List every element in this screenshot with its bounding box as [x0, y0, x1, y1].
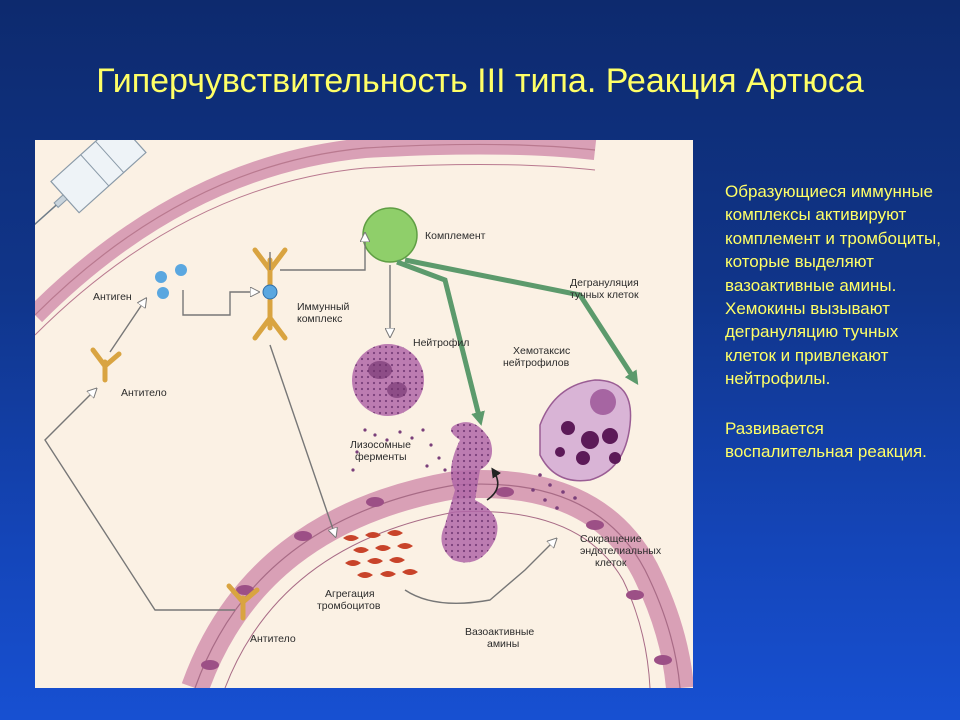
label-contraction-2: эндотелиальных [580, 545, 662, 557]
label-immune-complex-1: Иммунный [297, 301, 349, 313]
label-lysosomal-1: Лизосомные [350, 439, 411, 451]
mast-cell [539, 379, 632, 482]
label-aggregation-1: Агрегация [325, 588, 375, 600]
antibody-top [90, 347, 122, 383]
syringe-icon [35, 140, 147, 265]
label-degranulation-1: Дегрануляция [570, 277, 639, 289]
label-chemotaxis-2: нейтрофилов [503, 357, 570, 369]
mast-cell-granules [531, 473, 577, 510]
vessel-wall [181, 470, 693, 688]
label-contraction-3: клеток [595, 557, 627, 569]
explanation-paragraph-1: Образующиеся иммунные комплексы активиру… [725, 182, 941, 389]
process-arrows [44, 235, 555, 611]
antibody-bottom [226, 583, 260, 621]
label-neutrophil: Нейтрофил [413, 337, 469, 349]
slide-title: Гиперчувствительность III типа. Реакция … [96, 62, 864, 100]
antigen-dots [155, 264, 187, 299]
label-complement: Комплемент [425, 230, 486, 242]
complement-sphere [362, 207, 418, 263]
green-arrows [396, 257, 639, 426]
platelet-aggregate [343, 530, 418, 578]
side-explanation: Образующиеся иммунные комплексы активиру… [725, 180, 950, 489]
neutrophil [352, 344, 424, 416]
label-lysosomal-2: ферменты [355, 451, 407, 463]
label-contraction-1: Сокращение [580, 533, 642, 545]
label-antigen: Антиген [93, 291, 132, 303]
migrating-neutrophil [441, 422, 502, 563]
label-antibody-bottom: Антитело [250, 633, 296, 645]
label-vasoactive-1: Вазоактивные [465, 626, 534, 638]
label-antibody-top: Антитело [121, 387, 167, 399]
immune-complex [252, 247, 288, 341]
label-chemotaxis-1: Хемотаксис [513, 345, 570, 357]
arthus-reaction-diagram: Антиген Антитело Иммунный комплекс Компл… [35, 140, 693, 688]
label-aggregation-2: тромбоцитов [317, 600, 381, 612]
explanation-paragraph-2: Развивается воспалительная реакция. [725, 418, 927, 462]
label-immune-complex-2: комплекс [297, 313, 342, 325]
label-vasoactive-2: амины [487, 638, 519, 650]
lysosomal-enzymes [351, 428, 447, 472]
label-degranulation-2: тучных клеток [570, 289, 639, 301]
